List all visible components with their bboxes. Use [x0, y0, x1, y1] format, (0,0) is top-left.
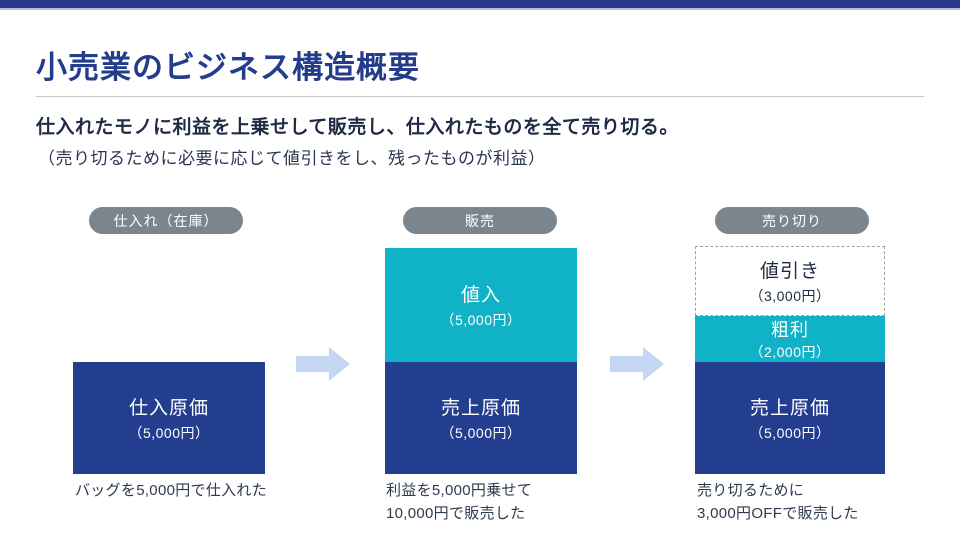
top-accent-bar [0, 0, 960, 10]
page-title: 小売業のビジネス構造概要 [36, 50, 420, 85]
caption-line: 10,000円で販売した [386, 505, 526, 522]
caption-line: 売り切るために [697, 482, 805, 499]
box-amount: （3,000円） [749, 288, 831, 304]
caption-line: 3,000円OFFで販売した [697, 505, 859, 522]
caption-sales: 利益を5,000円乗せて 10,000円で販売した [386, 479, 532, 525]
box-label: 仕入原価 [128, 398, 209, 419]
stage-pill-sales: 販売 [403, 207, 557, 234]
box-label: 粗利 [771, 320, 809, 340]
lead-note-text: （売り切るために必要に応じて値引きをし、残ったものが利益） [38, 149, 546, 168]
box-label: 値入 [460, 285, 501, 306]
caption-line: 利益を5,000円乗せて [386, 482, 533, 499]
title-divider [36, 96, 924, 97]
box-discount: 値引き （3,000円） [695, 246, 885, 316]
box-purchase-cost: 仕入原価 （5,000円） [73, 362, 265, 474]
flow-arrow-icon-1 [296, 347, 350, 381]
flow-arrow-icon-2 [610, 347, 664, 381]
caption-procurement: バッグを5,000円で仕入れた [75, 479, 267, 502]
box-gross-profit: 粗利 （2,000円） [695, 316, 885, 362]
stage-pill-sellout: 売り切り [715, 207, 869, 234]
caption-line: バッグを5,000円で仕入れた [75, 482, 268, 499]
box-label: 売上原価 [440, 398, 521, 419]
box-amount: （5,000円） [440, 425, 522, 441]
box-amount: （2,000円） [749, 344, 831, 360]
box-cost-of-sales-mid: 売上原価 （5,000円） [385, 362, 577, 474]
box-amount: （5,000円） [440, 312, 522, 328]
box-amount: （5,000円） [749, 425, 831, 441]
box-label: 売上原価 [749, 398, 830, 419]
lead-text: 仕入れたモノに利益を上乗せして販売し、仕入れたものを全て売り切る。 [36, 117, 679, 138]
caption-sellout: 売り切るために 3,000円OFFで販売した [697, 479, 859, 525]
box-cost-of-sales-right: 売上原価 （5,000円） [695, 362, 885, 474]
box-label: 値引き [759, 261, 820, 282]
box-amount: （5,000円） [128, 425, 210, 441]
box-markup: 値入 （5,000円） [385, 248, 577, 362]
stage-pill-procurement: 仕入れ（在庫） [89, 207, 243, 234]
